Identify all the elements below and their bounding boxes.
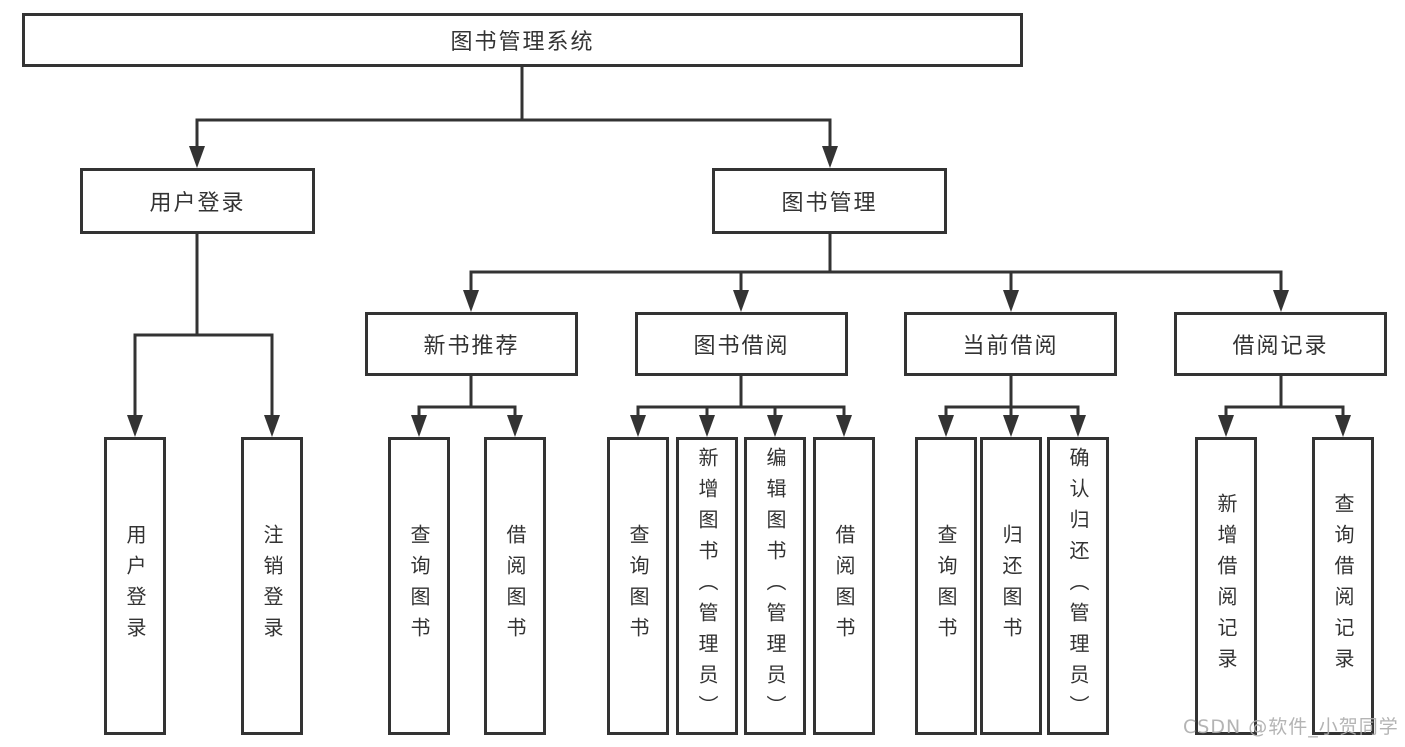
- leaf-logout: 注销登录: [241, 437, 303, 735]
- node-new-book-recommendation: 新书推荐: [365, 312, 578, 376]
- leaf-query-books-borrowing: 查询图书: [607, 437, 669, 735]
- leaf-add-borrow-record: 新增借阅记录: [1195, 437, 1257, 735]
- node-library-management-system: 图书管理系统: [22, 13, 1023, 67]
- arrowheads: [127, 146, 1351, 437]
- leaf-query-borrow-record: 查询借阅记录: [1312, 437, 1374, 735]
- leaf-return-book: 归还图书: [980, 437, 1042, 735]
- leaf-user-login: 用户登录: [104, 437, 166, 735]
- leaf-query-books-recommend: 查询图书: [388, 437, 450, 735]
- leaf-borrow-books-recommend: 借阅图书: [484, 437, 546, 735]
- leaf-edit-book-admin: 编辑图书（管理员）: [744, 437, 806, 735]
- leaf-borrow-books-borrowing: 借阅图书: [813, 437, 875, 735]
- node-user-login: 用户登录: [80, 168, 315, 234]
- node-current-borrowing: 当前借阅: [904, 312, 1117, 376]
- leaf-query-books-current: 查询图书: [915, 437, 977, 735]
- csdn-watermark: CSDN @软件_小贺同学: [1183, 716, 1399, 738]
- node-book-management: 图书管理: [712, 168, 947, 234]
- node-borrowing-records: 借阅记录: [1174, 312, 1387, 376]
- leaf-confirm-return-admin: 确认归还（管理员）: [1047, 437, 1109, 735]
- node-book-borrowing: 图书借阅: [635, 312, 848, 376]
- leaf-add-book-admin: 新增图书（管理员）: [676, 437, 738, 735]
